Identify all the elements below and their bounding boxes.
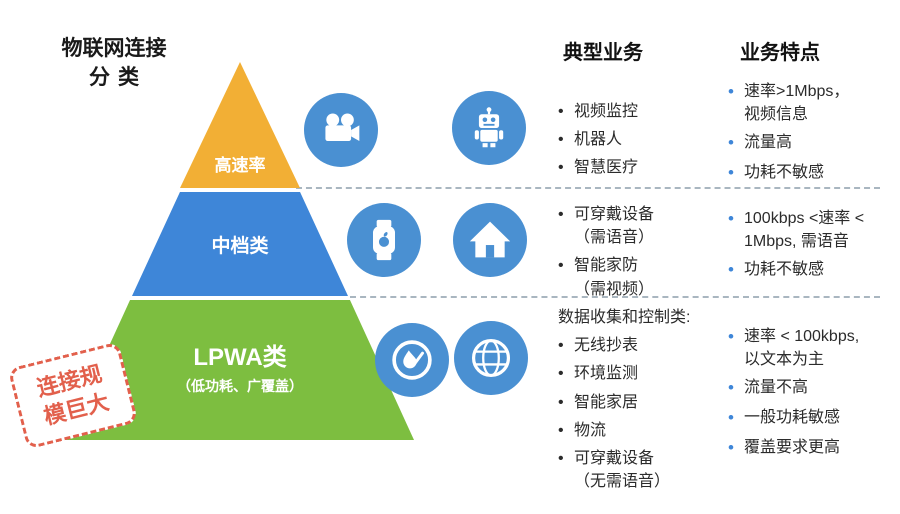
service-item: • 智慧医疗 <box>558 156 733 179</box>
divider-high-mid <box>296 187 880 189</box>
service-item: • 智能家居 <box>558 391 733 414</box>
bullet-icon: • <box>728 408 734 428</box>
service-item: • 智能家防 （需视频） <box>558 254 733 300</box>
pyramid-tier-mid-range: 中档类 <box>132 192 348 296</box>
pyramid-tier-high-speed: 高速率 <box>180 62 300 188</box>
bullet-icon: • <box>728 209 734 228</box>
title-line2: 分类 <box>89 66 147 90</box>
bullet-icon: • <box>558 257 564 275</box>
feature-item-text: 一般功耗敏感 <box>744 409 841 427</box>
service-item: • 环境监测 <box>558 362 733 385</box>
features-group-high-speed: • 速率>1Mbps， 视频信息 • 流量高 • 功耗不敏感 <box>728 80 900 191</box>
service-item: • 视频监控 <box>558 100 733 123</box>
services-group-high-speed: • 视频监控 • 机器人 • 智慧医疗 <box>558 100 733 185</box>
bullet-icon: • <box>728 133 734 153</box>
bullet-icon: • <box>558 131 564 149</box>
feature-item-text: 功耗不敏感 <box>744 261 825 279</box>
service-item-text: 可穿戴设备 （需语音） <box>574 206 655 247</box>
feature-item-text: 速率>1Mbps， 视频信息 <box>744 83 850 124</box>
robot-icon <box>452 91 526 165</box>
feature-item: • 速率>1Mbps， 视频信息 <box>728 80 900 126</box>
service-item-text: 智能家居 <box>574 393 639 411</box>
feature-item: • 一般功耗敏感 <box>728 406 900 431</box>
service-item: • 机器人 <box>558 128 733 151</box>
video-camera-icon <box>304 93 378 167</box>
bullet-icon: • <box>728 327 734 346</box>
feature-item: • 流量不高 <box>728 376 900 401</box>
services-column-header: 典型业务 <box>563 42 643 64</box>
service-item-text: 视频监控 <box>574 103 639 120</box>
meter-gauge-icon <box>375 323 449 397</box>
page-title: 物联网连接 分类 <box>36 34 192 93</box>
divider-mid-lpwa <box>350 296 880 298</box>
features-group-lpwa: • 速率 < 100kbps, 以文本为主 • 流量不高 • 一般功耗敏感 • … <box>728 325 900 465</box>
tier-high-speed-label: 高速率 <box>214 156 266 175</box>
feature-item-text: 100kbps <速率 < 1Mbps, 需语音 <box>744 210 865 251</box>
bullet-icon: • <box>558 206 564 223</box>
feature-item-text: 覆盖要求更高 <box>744 438 841 456</box>
bullet-icon: • <box>728 260 734 280</box>
service-item: • 物流 <box>558 419 733 442</box>
service-item: • 可穿戴设备 （无需语音） <box>558 447 733 493</box>
services-group-mid-range: • 可穿戴设备 （需语音） • 智能家防 （需视频） <box>558 203 733 306</box>
service-item: • 可穿戴设备 （需语音） <box>558 203 733 249</box>
feature-item: • 覆盖要求更高 <box>728 436 900 461</box>
bullet-icon: • <box>728 82 734 101</box>
service-item-text: 可穿戴设备 （无需语音） <box>574 449 671 491</box>
feature-item: • 流量高 <box>728 131 900 156</box>
feature-item-text: 流量不高 <box>744 379 809 397</box>
service-item: • 无线抄表 <box>558 334 733 357</box>
home-icon <box>453 203 527 277</box>
globe-icon <box>454 321 528 395</box>
bullet-icon: • <box>558 365 564 383</box>
service-item-text: 智慧医疗 <box>574 159 639 177</box>
service-item-text: 无线抄表 <box>574 337 639 355</box>
features-group-mid-range: • 100kbps <速率 < 1Mbps, 需语音 • 功耗不敏感 <box>728 207 900 288</box>
bullet-icon: • <box>728 437 734 457</box>
bullet-icon: • <box>558 337 564 355</box>
service-item-text: 环境监测 <box>574 365 639 383</box>
bullet-icon: • <box>728 378 734 398</box>
bullet-icon: • <box>558 159 564 177</box>
service-item-text: 智能家防 （需视频） <box>574 257 655 298</box>
features-column-header: 业务特点 <box>740 42 820 64</box>
feature-item: • 100kbps <速率 < 1Mbps, 需语音 <box>728 207 900 253</box>
tier-lpwa-sublabel: （低功耗、广覆盖） <box>177 377 303 394</box>
services-group-intro: 数据收集和控制类: <box>558 309 691 326</box>
title-line1: 物联网连接 <box>61 37 167 60</box>
feature-item-text: 功耗不敏感 <box>744 164 825 182</box>
service-item-text: 机器人 <box>574 131 623 149</box>
bullet-icon: • <box>728 163 734 183</box>
feature-item: • 功耗不敏感 <box>728 161 900 186</box>
service-item-text: 物流 <box>574 421 607 439</box>
bullet-icon: • <box>558 449 564 467</box>
bullet-icon: • <box>558 393 564 411</box>
bullet-icon: • <box>558 421 564 439</box>
bullet-icon: • <box>558 103 564 120</box>
feature-item: • 功耗不敏感 <box>728 258 900 283</box>
smart-watch-icon <box>347 203 421 277</box>
services-group-lpwa: 数据收集和控制类: • 无线抄表 • 环境监测 • 智能家居 • 物流 • 可穿… <box>558 306 733 498</box>
feature-item-text: 速率 < 100kbps, 以文本为主 <box>744 328 860 369</box>
tier-mid-range-label: 中档类 <box>211 235 269 257</box>
feature-item: • 速率 < 100kbps, 以文本为主 <box>728 325 900 371</box>
feature-item-text: 流量高 <box>744 134 793 152</box>
tier-lpwa-label: LPWA类 <box>193 344 287 372</box>
